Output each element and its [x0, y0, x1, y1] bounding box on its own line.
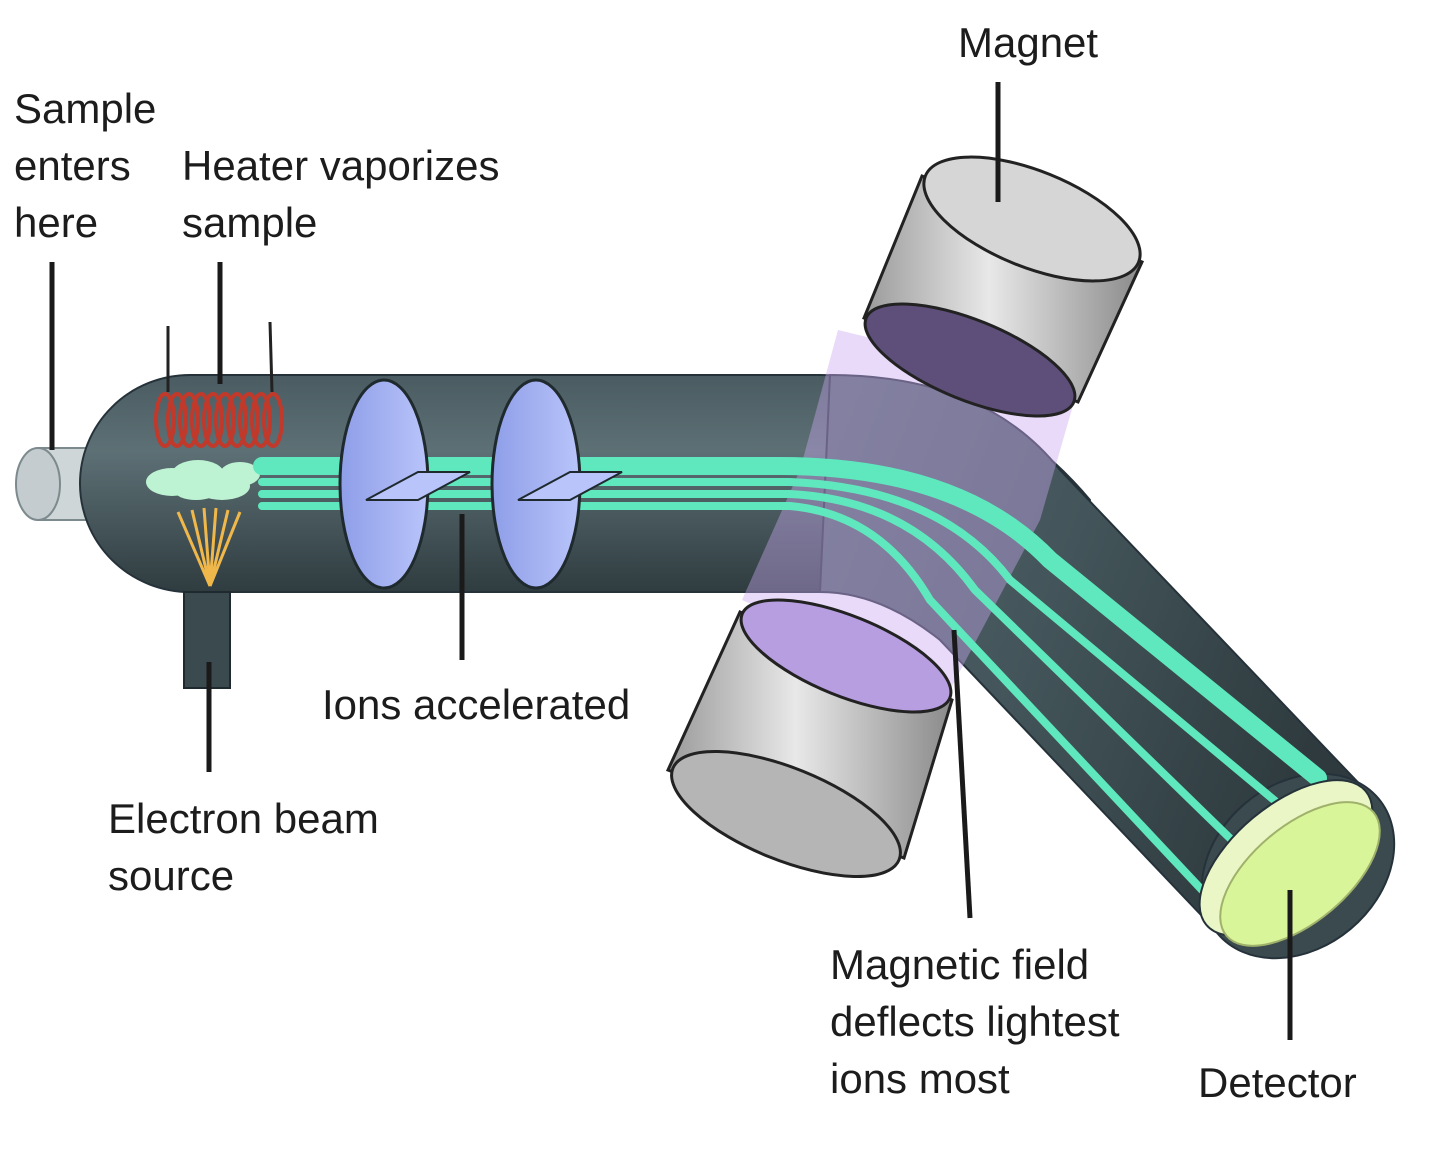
- label-heater-line-1: Heater vaporizes: [182, 142, 500, 189]
- heater-coil: [154, 321, 284, 448]
- vapor-cloud: [146, 460, 260, 500]
- upper-magnet: [862, 155, 1145, 418]
- label-ions-accelerated-line-1: Ions accelerated: [322, 681, 631, 728]
- label-sample-enters-line-2: enters: [14, 142, 131, 189]
- label-sample-enters-line-1: Sample: [14, 85, 157, 132]
- label-sample-enters: Sample enters here: [14, 80, 156, 251]
- label-electron-beam-line-1: Electron beam: [108, 795, 379, 842]
- electron-beam-rays: [176, 507, 242, 587]
- accelerator-plate-1: [338, 378, 471, 590]
- label-detector: Detector: [1198, 1054, 1357, 1111]
- label-magnet: Magnet: [958, 14, 1098, 71]
- label-heater-line-2: sample: [182, 199, 318, 246]
- lower-magnet: [665, 598, 954, 879]
- accelerator-plate-2: [490, 378, 623, 590]
- label-magnet-line-1: Magnet: [958, 19, 1099, 66]
- ion-beams: [253, 457, 1327, 894]
- label-electron-beam-line-2: source: [108, 852, 235, 899]
- label-detector-line-1: Detector: [1198, 1059, 1357, 1106]
- label-electron-beam: Electron beam source: [108, 790, 379, 904]
- leader-lines: [49, 82, 1293, 1040]
- label-magnetic-field-line-1: Magnetic field: [830, 941, 1090, 988]
- label-magnetic-field-line-3: ions most: [830, 1055, 1010, 1102]
- label-magnetic-field: Magnetic field deflects lightest ions mo…: [830, 936, 1120, 1107]
- label-ions-accelerated: Ions accelerated: [322, 676, 630, 733]
- label-magnetic-field-line-2: deflects lightest: [830, 998, 1120, 1045]
- detector: [1198, 779, 1381, 947]
- label-sample-enters-line-3: here: [14, 199, 99, 246]
- label-heater: Heater vaporizes sample: [182, 137, 499, 251]
- magnetic-field-region: [742, 330, 1078, 690]
